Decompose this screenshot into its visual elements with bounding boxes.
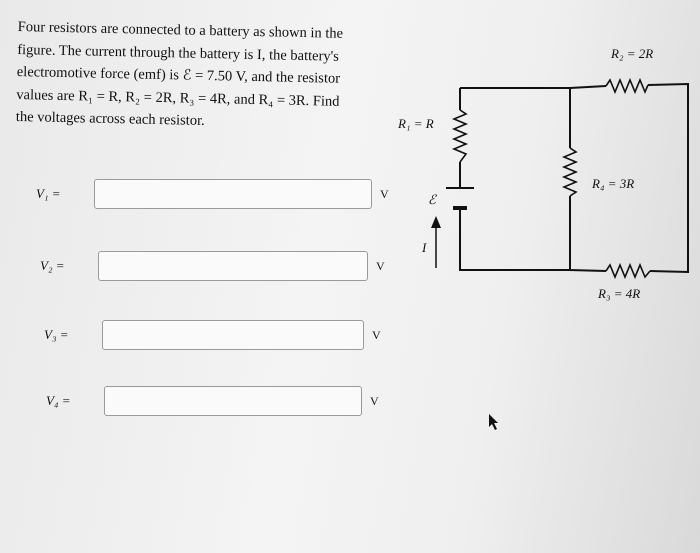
answer-row-v1: V₁ = V	[36, 179, 389, 209]
answer-row-v2: V₂ = V	[40, 251, 385, 281]
v1-input[interactable]	[94, 179, 372, 209]
v2-unit: V	[376, 258, 385, 273]
current-label: I	[421, 240, 427, 255]
v3-input[interactable]	[102, 320, 364, 350]
v3-label: V₃ =	[44, 327, 69, 342]
wire	[569, 196, 607, 272]
v4-unit: V	[370, 393, 379, 408]
v4-label: V₄ =	[46, 393, 71, 408]
r2-resistor	[605, 77, 649, 95]
wire	[647, 82, 689, 274]
v1-label: V₁ =	[36, 186, 61, 201]
r1-resistor	[451, 109, 469, 163]
r4-label: R₄ = 3R	[591, 176, 634, 191]
current-arrow-head	[431, 216, 441, 228]
r4-resistor	[561, 147, 579, 197]
v1-unit: V	[380, 186, 389, 201]
v4-input[interactable]	[104, 386, 362, 416]
answer-row-v3: V₃ = V	[44, 320, 381, 350]
r3-resistor	[605, 262, 651, 280]
r3-label: R₃ = 4R	[597, 286, 640, 301]
wire	[459, 208, 570, 271]
mouse-cursor-icon	[489, 414, 498, 430]
r2-label: R₂ = 2R	[610, 46, 653, 61]
emf-label: ℰ	[428, 192, 437, 207]
v3-unit: V	[372, 327, 381, 342]
r1-label: R₁ = R	[397, 116, 434, 131]
wire	[460, 85, 607, 89]
v2-label: V₂ =	[40, 258, 65, 273]
v2-input[interactable]	[98, 251, 368, 281]
answer-row-v4: V₄ = V	[46, 386, 379, 416]
